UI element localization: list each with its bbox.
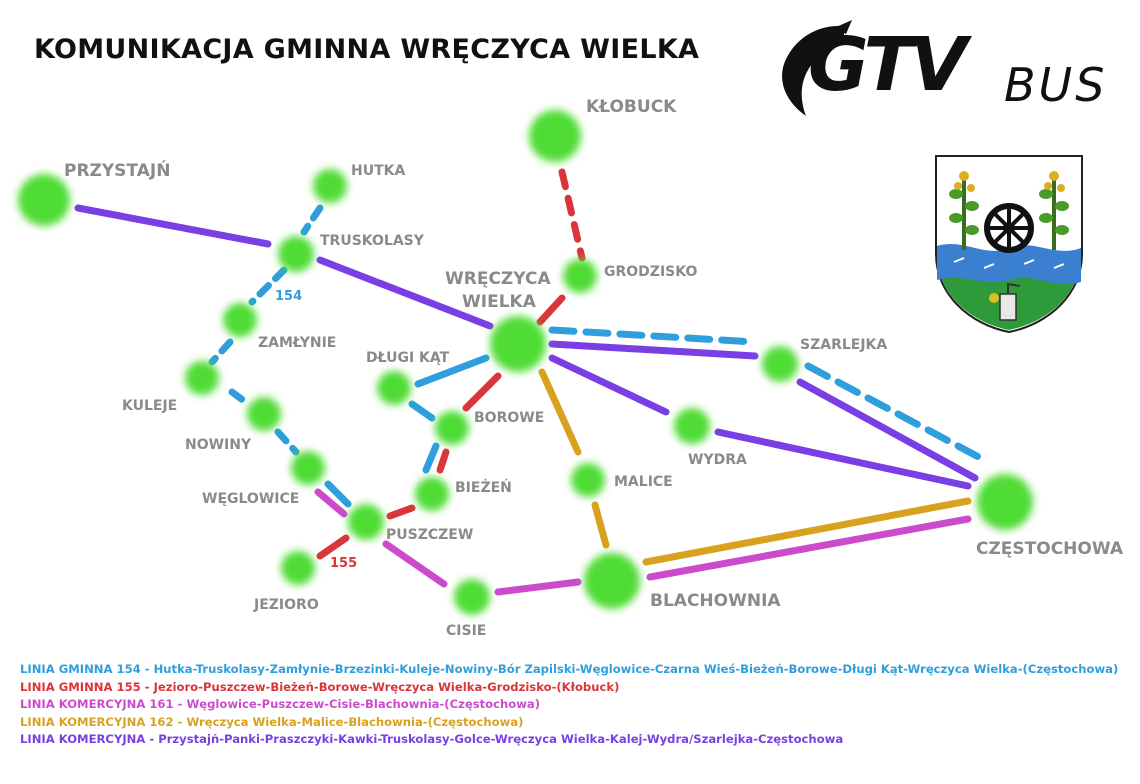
legend-155-prefix: LINIA GMINNA 155	[20, 679, 141, 694]
stop-przystajn[interactable]	[18, 174, 70, 226]
stop-markers	[18, 110, 1033, 615]
legend-162-route: - Wręczyca Wielka-Malice-Blachownia-(Czę…	[173, 714, 524, 729]
stop-truskolasy[interactable]	[278, 236, 314, 272]
label-blachownia: BLACHOWNIA	[650, 591, 781, 611]
label-wreczyca: WRĘCZYCA	[445, 269, 551, 289]
stop-zamlynie[interactable]	[223, 303, 257, 337]
phoenix-emblem-icon	[782, 20, 852, 116]
stop-blachownia[interactable]	[584, 553, 640, 609]
label-grodzisko: GRODZISKO	[604, 264, 697, 280]
legend-row-161: LINIA KOMERCYJNA 161 - Węglowice-Puszcze…	[20, 696, 1118, 714]
stop-labels: PRZYSTAJŃ HUTKA TRUSKOLASY ZAMŁYNIE KULE…	[64, 97, 1124, 639]
label-weglowice: WĘGLOWICE	[202, 491, 299, 507]
label-biezen: BIEŻEŃ	[455, 478, 512, 496]
stop-weglowice[interactable]	[291, 451, 325, 485]
label-truskolasy: TRUSKOLASY	[320, 233, 425, 249]
line-155	[316, 168, 586, 560]
legend-row-154: LINIA GMINNA 154 - Hutka-Truskolasy-Zamł…	[20, 661, 1118, 679]
stop-borowe[interactable]	[435, 411, 469, 445]
logo-brand-text: GTV	[808, 22, 967, 108]
legend-komercyjna-route: - Przystajń-Panki-Praszczyki-Kawki-Trusk…	[145, 732, 844, 747]
stop-kuleje[interactable]	[185, 361, 219, 395]
stop-biezen[interactable]	[415, 477, 449, 511]
stop-malice[interactable]	[571, 463, 605, 497]
line-154-number: 154	[275, 289, 302, 304]
line-162	[538, 368, 972, 566]
stop-klobuck[interactable]	[529, 110, 581, 162]
label-hutka: HUTKA	[351, 163, 405, 179]
label-kuleje: KULEJE	[122, 398, 177, 414]
label-szarlejka: SZARLEJKA	[800, 337, 887, 353]
label-puszczew: PUSZCZEW	[386, 527, 473, 543]
gtv-bus-logo	[782, 20, 852, 116]
oak-tree-left-icon	[949, 171, 979, 250]
legend-row-155: LINIA GMINNA 155 - Jezioro-Puszczew-Bież…	[20, 679, 1118, 697]
legend-row-komercyjna: LINIA KOMERCYJNA - Przystajń-Panki-Prasz…	[20, 731, 1118, 749]
label-dlugikat: DŁUGI KĄT	[366, 350, 450, 366]
line-155-number: 155	[330, 556, 357, 571]
line-komercyjna	[74, 204, 979, 490]
label-nowiny: NOWINY	[185, 437, 252, 453]
route-map: PRZYSTAJŃ HUTKA TRUSKOLASY ZAMŁYNIE KULE…	[18, 97, 1124, 639]
stop-wydra[interactable]	[674, 408, 710, 444]
label-wielka: WIELKA	[462, 292, 537, 312]
stop-hutka[interactable]	[313, 169, 347, 203]
legend-161-route: - Węglowice-Puszczew-Cisie-Blachownia-(C…	[173, 697, 541, 712]
legend-155-route: - Jezioro-Puszczew-Bieżeń-Borowe-Wręczyc…	[140, 679, 620, 694]
stop-puszczew[interactable]	[348, 504, 384, 540]
stop-cisie[interactable]	[454, 579, 490, 615]
oak-tree-right-icon	[1039, 171, 1069, 250]
legend-154-route: - Hutka-Truskolasy-Zamłynie-Brzezinki-Ku…	[140, 662, 1119, 676]
label-czestochowa: CZĘSTOCHOWA	[976, 539, 1124, 559]
stop-nowiny[interactable]	[247, 397, 281, 431]
label-zamlynie: ZAMŁYNIE	[258, 335, 336, 351]
label-cisie: CISIE	[446, 623, 486, 639]
line-161	[314, 488, 972, 596]
pump-icon	[989, 282, 1021, 321]
map-title: KOMUNIKACJA GMINNA WRĘCZYCA WIELKA	[34, 34, 700, 65]
line-154	[208, 204, 992, 508]
stop-szarlejka[interactable]	[762, 346, 798, 382]
label-malice: MALICE	[614, 474, 673, 490]
stop-wreczyca-wielka[interactable]	[490, 316, 546, 372]
stop-grodzisko[interactable]	[563, 259, 597, 293]
legend-row-162: LINIA KOMERCYJNA 162 - Wręczyca Wielka-M…	[20, 714, 1118, 732]
label-borowe: BOROWE	[474, 410, 544, 426]
mill-wheel-icon	[984, 203, 1034, 253]
logo-bus-text: BUS	[1004, 58, 1108, 112]
line-legend: LINIA GMINNA 154 - Hutka-Truskolasy-Zamł…	[20, 661, 1118, 749]
legend-154-prefix: LINIA GMINNA 154	[20, 662, 141, 676]
legend-161-prefix: LINIA KOMERCYJNA 161	[20, 697, 174, 712]
label-przystajn: PRZYSTAJŃ	[64, 159, 170, 181]
stop-dlugikat[interactable]	[377, 371, 411, 405]
coat-of-arms-icon	[935, 155, 1083, 334]
legend-komercyjna-prefix: LINIA KOMERCYJNA	[20, 732, 146, 747]
label-wydra: WYDRA	[688, 452, 747, 468]
label-jezioro: JEZIORO	[253, 597, 319, 613]
stop-czestochowa[interactable]	[977, 474, 1033, 530]
legend-162-prefix: LINIA KOMERCYJNA 162	[20, 714, 174, 729]
label-klobuck: KŁOBUCK	[586, 97, 677, 117]
stop-jezioro[interactable]	[281, 551, 315, 585]
